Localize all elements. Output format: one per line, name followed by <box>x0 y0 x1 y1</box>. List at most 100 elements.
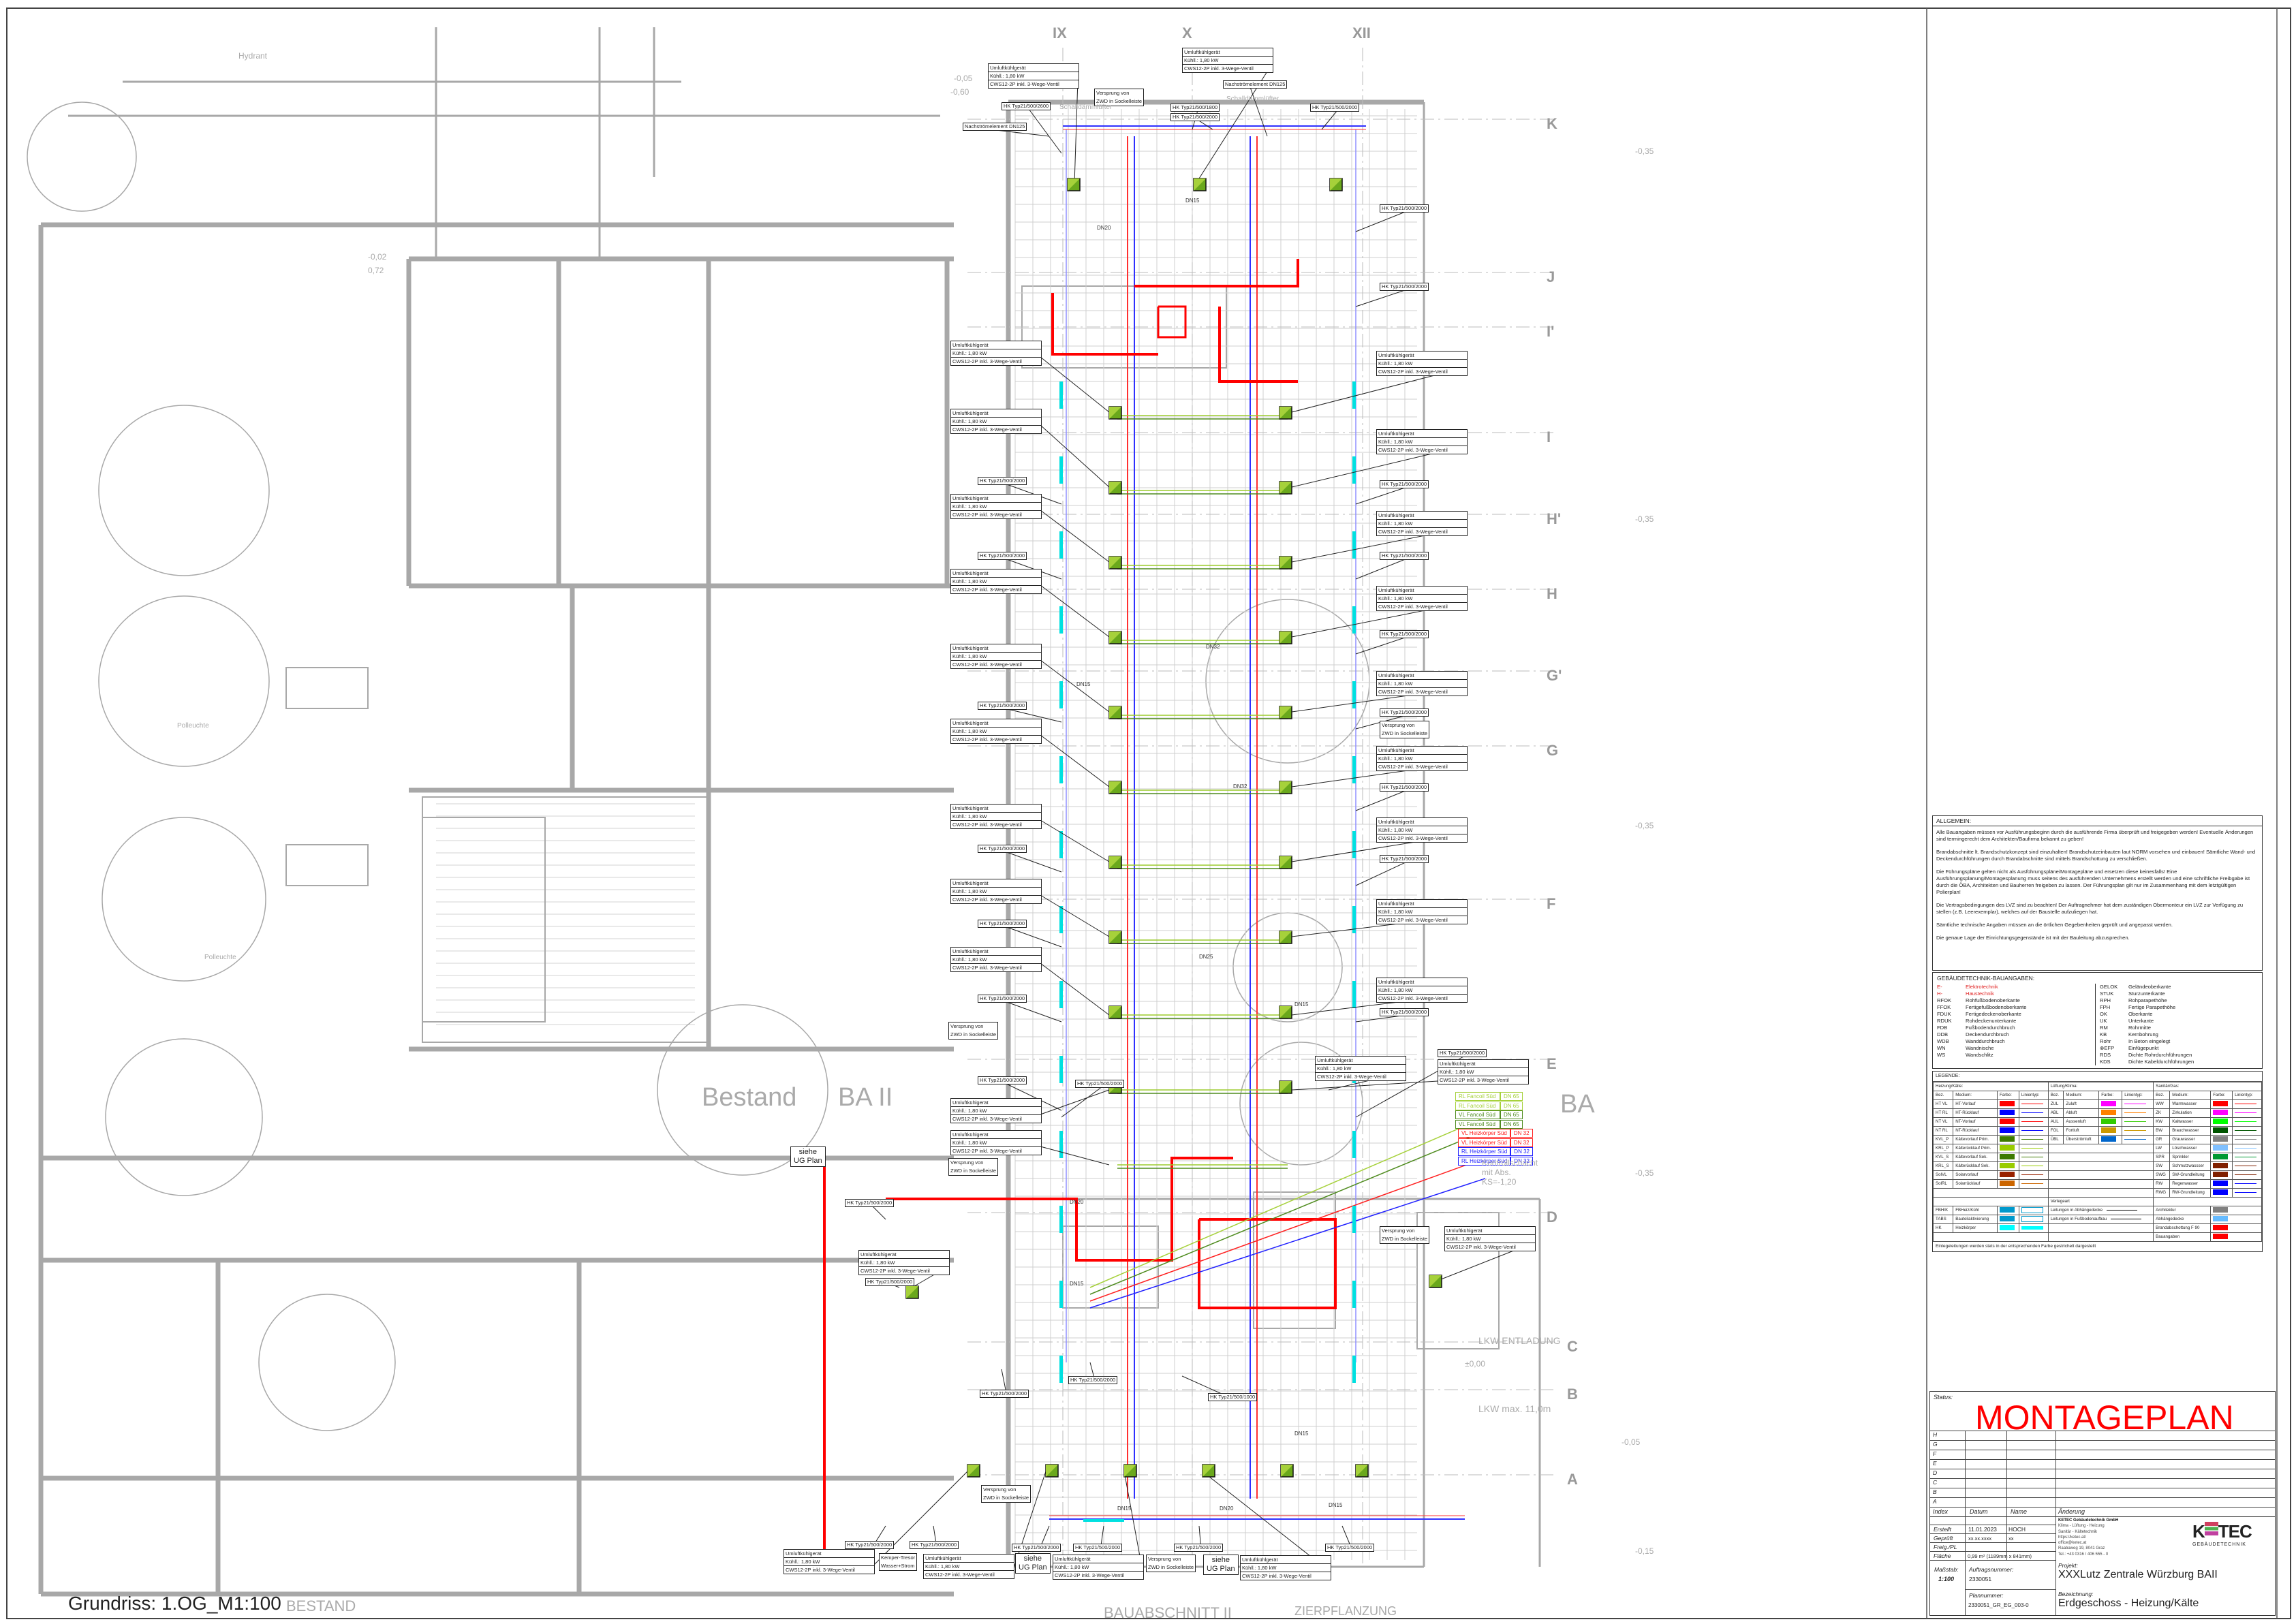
abbreviation-key: RDS <box>2100 1052 2111 1058</box>
see-ug-plan-line: UG Plan <box>1207 1565 1235 1573</box>
legend-cell: KRL_P <box>1932 1144 1954 1153</box>
color-swatch <box>1999 1101 2015 1107</box>
bezeichnung-value: Erdgeschoss - Heizung/Kälte <box>2058 1597 2199 1609</box>
legend-cell <box>2018 1206 2049 1215</box>
pipe-size-label: DN15 <box>1185 198 1200 204</box>
color-swatch <box>2213 1110 2229 1116</box>
legend-cell: KRL_S <box>1932 1161 1954 1171</box>
legend-cell: Bez. <box>2153 1091 2171 1100</box>
grid-axis-row: E <box>1547 1055 1557 1072</box>
legend-cell <box>2232 1144 2262 1153</box>
legend-cell <box>2153 1197 2262 1206</box>
leader-line <box>1040 510 1110 563</box>
legend-cell: Kälterücklauf Sek. <box>1953 1161 1998 1171</box>
abbreviation-value: Fertigedeckenoberkante <box>1966 1011 2021 1017</box>
grid-axis-row: H <box>1547 585 1557 602</box>
radiator-label: HK Typ21/500/2000 <box>1380 283 1429 291</box>
fancoil-unit-icon <box>1279 631 1292 644</box>
legend-cell: Sprinkler <box>2169 1153 2212 1162</box>
grid-axis-row: I <box>1547 428 1551 446</box>
legend-cell: NT VL <box>1932 1117 1954 1127</box>
drawing-title: Grundriss: 1.OG_M1:100 <box>68 1593 281 1614</box>
cooling-unit-label-line: CWS12-2P inkl. 3-Wege-Ventil <box>786 1567 855 1573</box>
cooling-unit-label-line: Umluftkühlgerät <box>1377 352 1467 360</box>
room-outline <box>422 796 709 1043</box>
radiator-label: HK Typ21/500/2000 <box>978 1076 1027 1084</box>
line-type-sample <box>2021 1215 2043 1222</box>
legend-cell <box>2047 1161 2154 1171</box>
fancoil-unit-icon <box>1046 1465 1058 1477</box>
radiator <box>1059 456 1063 484</box>
notes-heading: ALLGEMEIN: <box>1933 816 2262 826</box>
legend-cell: Heizkörper <box>1953 1223 1998 1233</box>
radiator <box>1059 1356 1063 1383</box>
auftrag-value: 2330051 <box>1969 1576 1992 1582</box>
versprung-label-line: ZWD in Sockelleiste <box>1382 1236 1428 1242</box>
building-abbreviations: GEBÄUDETECHNIK-BAUANGABEN: E-Elektrotech… <box>1932 972 2263 1069</box>
color-swatch <box>2101 1101 2117 1107</box>
legend: LEGENDE: Heizung/Kälte:Lüftung/Klima:San… <box>1932 1071 2263 1252</box>
fancoil-unit-icon <box>1109 856 1121 869</box>
legend-cell <box>1933 1197 2049 1206</box>
fancoil-unit-icon <box>1109 407 1121 419</box>
legend-cell <box>2098 1108 2123 1118</box>
color-swatch <box>2213 1145 2229 1151</box>
legend-cell: Kälterücklauf Prim. <box>1953 1144 1998 1153</box>
cooling-unit-label-line: Kühll.: 1,80 kW <box>784 1558 874 1566</box>
row-divider <box>1930 1516 2275 1517</box>
abbreviation-key: DDB <box>1937 1031 1949 1037</box>
geprueft-date: xx.xx.xxxx <box>1968 1535 1992 1542</box>
legend-cell <box>2018 1108 2049 1118</box>
radiator <box>1352 1281 1356 1308</box>
revision-index: G <box>1933 1441 1938 1448</box>
radiator-label: HK Typ21/500/2000 <box>1170 113 1220 121</box>
radiator <box>1352 1206 1356 1233</box>
radiator <box>1059 1056 1063 1083</box>
color-swatch <box>1999 1136 2015 1142</box>
radiator-label: HK Typ21/500/2000 <box>978 995 1027 1003</box>
zone-label-level_g: 0,72 <box>368 266 384 275</box>
cooling-unit-label-line: Kühll.: 1,80 kW <box>1241 1564 1331 1572</box>
cooling-unit-label-line: Kühll.: 1,80 kW <box>859 1259 949 1267</box>
legend-cell <box>2018 1153 2049 1162</box>
fancoil-unit-icon <box>1279 407 1292 419</box>
legend-cell: Bez. <box>1932 1091 1954 1100</box>
color-swatch <box>2213 1154 2229 1160</box>
cooling-unit-label-line: Kühll.: 1,80 kW <box>951 578 1041 586</box>
fancoil-unit-icon <box>1279 856 1292 869</box>
abbreviation-value: Oberkante <box>2128 1011 2153 1017</box>
verlegeart-item: Leitungen in Abhängedecke <box>2050 1208 2103 1213</box>
legend-cell <box>2122 1108 2154 1118</box>
radiator <box>1352 756 1356 783</box>
legend-cell <box>2098 1126 2123 1136</box>
radiator <box>1059 681 1063 708</box>
row-divider <box>1930 1560 2055 1561</box>
zone-label-polleuchte: Polleuchte <box>177 722 209 730</box>
cooling-unit-label-line: Umluftkühlgerät <box>1377 587 1467 595</box>
legend-cell <box>1933 1188 2049 1198</box>
fancoil-unit-icon <box>1109 781 1121 794</box>
revision-index: A <box>1933 1498 1937 1505</box>
cooling-unit-label-line: Umluftkühlgerät <box>951 879 1041 888</box>
cooling-unit-label-line: CWS12-2P inkl. 3-Wege-Ventil <box>860 1268 930 1274</box>
architecture-layer <box>27 27 1541 1597</box>
legend-cell <box>2210 1170 2233 1180</box>
cooling-unit-label-line: Kühll.: 1,80 kW <box>1053 1563 1143 1572</box>
legend-cell: AUL <box>2047 1117 2064 1127</box>
legend-cell: ÜBL <box>2047 1135 2064 1144</box>
radiator <box>1352 606 1356 634</box>
legend-cell: HT-Vorlauf <box>1953 1099 1998 1109</box>
line-type-sample <box>2124 1112 2147 1113</box>
zone-label-polleuchte: Polleuchte <box>204 954 236 961</box>
legend-cell: KVL_P <box>1932 1135 1954 1144</box>
leader-line <box>1202 1471 1331 1572</box>
